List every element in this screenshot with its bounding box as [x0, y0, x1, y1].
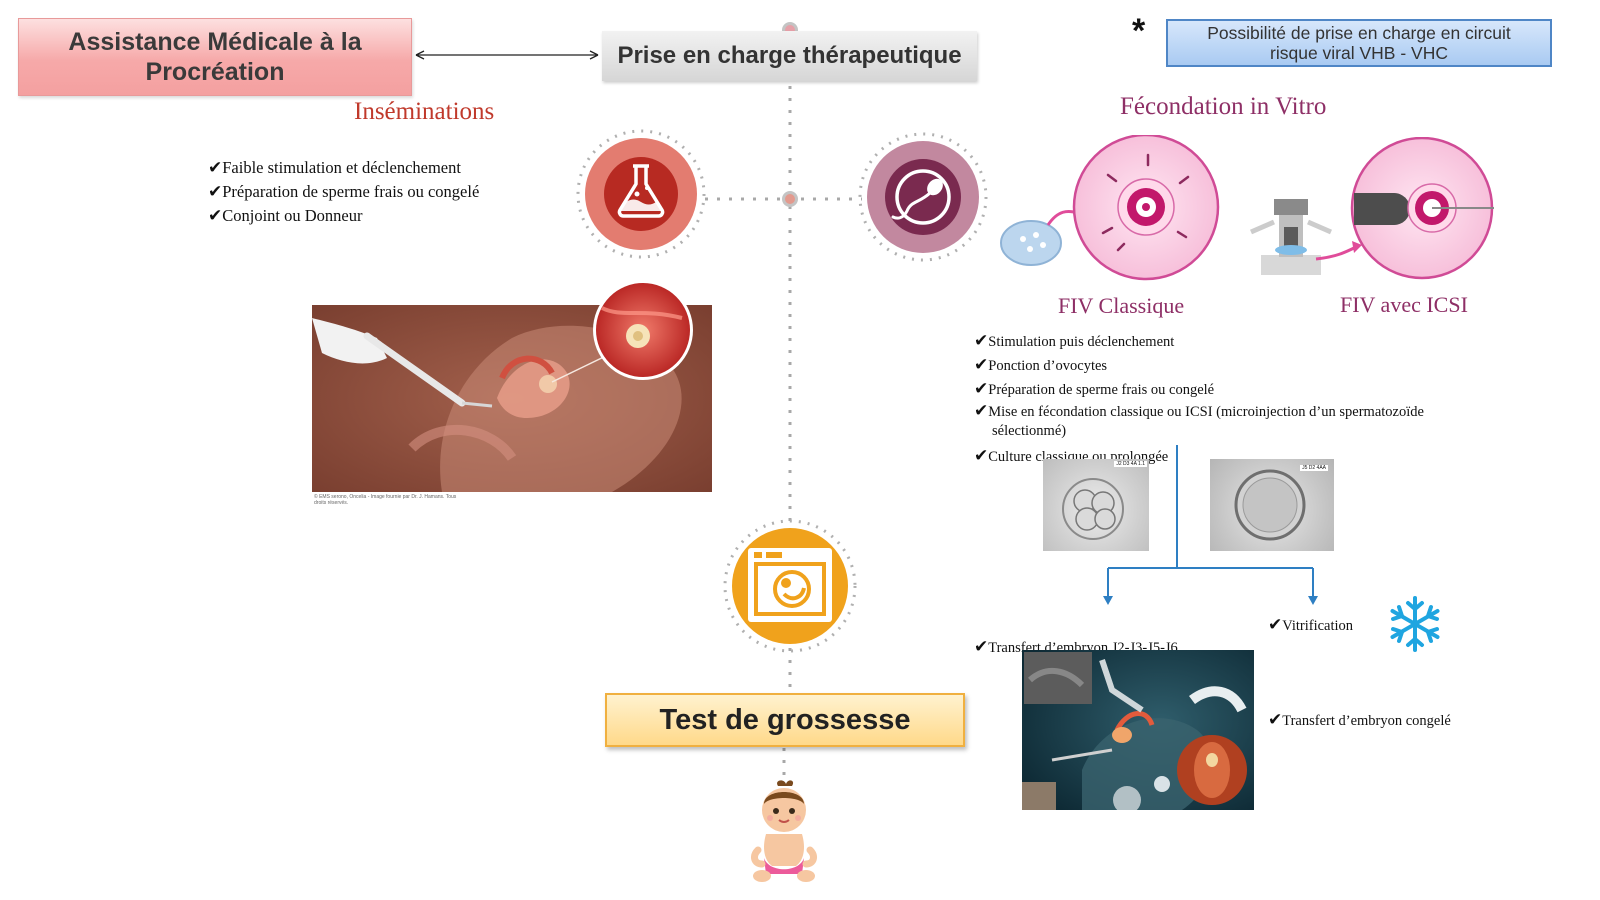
embryo-blastocyst-stamp: J5 D2 4AA — [1300, 465, 1328, 471]
fiv-classic-illustration — [1000, 135, 1220, 281]
pregnancy-test-box: Test de grossesse — [605, 693, 965, 747]
list-item: ✔Stimulation puis déclenchement — [974, 331, 1175, 351]
fiv-title: Fécondation in Vitro — [1120, 93, 1327, 120]
insemination-title: Inséminations — [354, 98, 495, 125]
check-icon: ✔ — [1268, 710, 1283, 730]
embryo-transfer-illustration — [1022, 650, 1254, 810]
sperm-icon — [858, 132, 988, 262]
embryo-day3-image: J2 D3 4A 1.1 — [1043, 459, 1149, 551]
fiv-icsi-illustration — [1250, 137, 1494, 280]
check-icon: ✔ — [208, 206, 223, 226]
insemination-illustration — [312, 280, 712, 492]
list-item: ✔Conjoint ou Donneur — [208, 206, 363, 226]
list-item: ✔Mise en fécondation classique ou ICSI (… — [974, 401, 1424, 440]
vitrification-item: ✔Vitrification — [1268, 615, 1354, 635]
fetus-monitor-icon — [723, 519, 857, 653]
viral-risk-note: Possibilité de prise en charge en circui… — [1166, 19, 1552, 67]
fiv-classic-label: FIV Classique — [1058, 293, 1185, 318]
check-icon: ✔ — [974, 446, 989, 466]
check-icon: ✔ — [974, 637, 989, 657]
fiv-list: ✔Stimulation puis déclenchement ✔Ponctio… — [974, 330, 1482, 469]
baby-icon — [751, 780, 817, 882]
pregnancy-test-label: Test de grossesse — [659, 703, 911, 736]
fiv-icsi-label: FIV avec ICSI — [1340, 292, 1468, 317]
list-item: ✔Préparation de sperme frais ou congelé — [974, 379, 1215, 399]
list-item: ✔Préparation de sperme frais ou congelé — [208, 182, 480, 202]
check-icon: ✔ — [208, 182, 223, 202]
asterisk-mark: * — [1132, 12, 1146, 50]
viral-risk-text: Possibilité de prise en charge en circui… — [1207, 23, 1511, 63]
therapy-title-box: Prise en charge thérapeutique — [602, 31, 977, 81]
check-icon: ✔ — [1268, 615, 1283, 635]
illustration-caption: © EMS serono, Oncelia - Image fournie pa… — [314, 494, 457, 506]
therapy-title: Prise en charge thérapeutique — [617, 42, 962, 69]
insemination-list: ✔Faible stimulation et déclenchement ✔Pr… — [208, 156, 479, 228]
list-item: ✔Ponction d’ovocytes — [974, 355, 1108, 375]
list-item: ✔Faible stimulation et déclenchement — [208, 158, 461, 178]
embryo-blastocyst-image: J5 D2 4AA — [1210, 459, 1334, 551]
transfer-frozen-item: ✔Transfert d’embryon congelé — [1268, 710, 1451, 730]
check-icon: ✔ — [974, 379, 989, 399]
embryo-day3-stamp: J2 D3 4A 1.1 — [1114, 461, 1147, 467]
check-icon: ✔ — [974, 355, 989, 375]
snowflake-icon — [1390, 596, 1440, 652]
check-icon: ✔ — [974, 331, 989, 351]
flask-icon — [576, 129, 706, 259]
check-icon: ✔ — [208, 158, 223, 178]
amp-title: Assistance Médicale à la Procréation — [68, 28, 362, 86]
amp-title-box: Assistance Médicale à la Procréation — [18, 18, 412, 96]
check-icon: ✔ — [974, 401, 989, 421]
